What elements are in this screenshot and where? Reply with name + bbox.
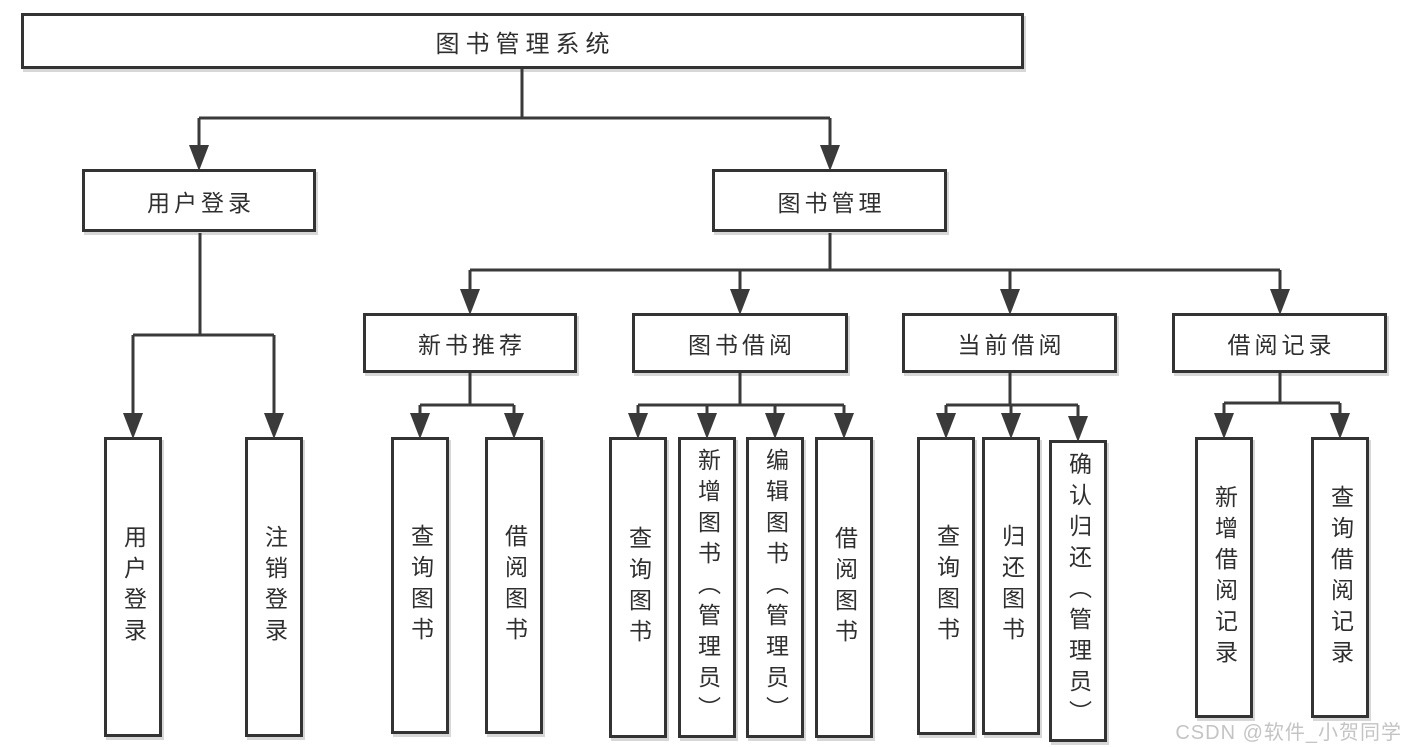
node-logout-label: 注销登录 bbox=[261, 525, 288, 649]
node-query-books-1-label: 查询图书 bbox=[407, 523, 434, 648]
node-book-borrow: 图书借阅 bbox=[632, 313, 848, 373]
node-return-books-label: 归还图书 bbox=[998, 524, 1025, 648]
node-query-books-3: 查询图书 bbox=[917, 437, 975, 735]
arrowhead bbox=[1001, 413, 1021, 439]
arrowhead bbox=[936, 413, 956, 439]
node-book-management-label: 图书管理 bbox=[777, 189, 886, 216]
node-logout: 注销登录 bbox=[245, 437, 303, 737]
arrowhead bbox=[264, 413, 284, 439]
node-add-book-admin-label: 新增图书（管理员） bbox=[694, 448, 721, 727]
node-new-book-recommend: 新书推荐 bbox=[363, 313, 577, 373]
node-current-borrow: 当前借阅 bbox=[902, 313, 1117, 373]
connector-user-login bbox=[131, 233, 276, 415]
connector-current-borrow bbox=[944, 373, 1080, 418]
node-query-books-2: 查询图书 bbox=[609, 437, 667, 738]
node-borrow-records: 借阅记录 bbox=[1172, 313, 1387, 373]
arrowhead bbox=[1000, 289, 1020, 315]
node-query-borrow-record-label: 查询借阅记录 bbox=[1327, 484, 1354, 671]
arrowhead bbox=[730, 289, 750, 315]
arrowhead bbox=[1330, 413, 1350, 439]
node-book-management: 图书管理 bbox=[712, 169, 947, 232]
node-current-borrow-label: 当前借阅 bbox=[957, 332, 1066, 358]
connector-root bbox=[197, 69, 832, 149]
connector-new-book bbox=[418, 373, 516, 415]
node-confirm-return-admin: 确认归还（管理员） bbox=[1049, 440, 1107, 742]
arrowhead bbox=[820, 145, 840, 171]
node-borrow-books-1: 借阅图书 bbox=[485, 437, 543, 734]
node-query-books-1: 查询图书 bbox=[391, 437, 449, 734]
connector-book-borrow bbox=[636, 373, 846, 415]
arrowhead bbox=[697, 413, 717, 439]
arrowhead bbox=[189, 145, 209, 171]
node-edit-book-admin-label: 编辑图书（管理员） bbox=[762, 448, 789, 727]
arrowhead bbox=[765, 413, 785, 439]
arrowhead bbox=[460, 289, 480, 315]
connector-borrow-records bbox=[1222, 373, 1342, 415]
node-query-books-2-label: 查询图书 bbox=[625, 525, 652, 650]
node-borrow-books-2-label: 借阅图书 bbox=[831, 525, 858, 650]
node-return-books: 归还图书 bbox=[982, 437, 1040, 735]
node-user-login: 用户登录 bbox=[82, 169, 316, 232]
node-confirm-return-admin-label: 确认归还（管理员） bbox=[1065, 451, 1092, 731]
node-query-borrow-record: 查询借阅记录 bbox=[1311, 437, 1369, 718]
node-user-login-label: 用户登录 bbox=[147, 189, 255, 216]
node-book-borrow-label: 图书借阅 bbox=[688, 332, 796, 358]
csdn-watermark: CSDN @软件_小贺同学 bbox=[1175, 722, 1402, 744]
node-add-book-admin: 新增图书（管理员） bbox=[678, 437, 736, 738]
node-user-login-leaf-label: 用户登录 bbox=[120, 525, 147, 649]
arrowhead bbox=[1214, 413, 1234, 439]
arrowhead bbox=[504, 413, 524, 439]
node-borrow-records-label: 借阅记录 bbox=[1227, 332, 1336, 358]
node-borrow-books-2: 借阅图书 bbox=[815, 437, 873, 738]
arrowhead bbox=[628, 413, 648, 439]
node-new-book-recommend-label: 新书推荐 bbox=[418, 332, 526, 358]
arrowhead bbox=[410, 413, 430, 439]
node-query-books-3-label: 查询图书 bbox=[933, 524, 960, 648]
node-edit-book-admin: 编辑图书（管理员） bbox=[746, 437, 804, 738]
arrowhead bbox=[1068, 416, 1088, 442]
connector-book-management bbox=[468, 233, 1282, 291]
node-library-system-label: 图书管理系统 bbox=[435, 30, 616, 58]
node-add-borrow-record-label: 新增借阅记录 bbox=[1211, 484, 1238, 671]
arrowhead bbox=[123, 413, 143, 439]
arrowhead bbox=[834, 413, 854, 439]
node-library-system: 图书管理系统 bbox=[21, 13, 1024, 69]
arrowhead bbox=[1270, 289, 1290, 315]
node-user-login-leaf: 用户登录 bbox=[104, 437, 162, 737]
node-add-borrow-record: 新增借阅记录 bbox=[1195, 437, 1253, 718]
node-borrow-books-1-label: 借阅图书 bbox=[501, 523, 528, 648]
